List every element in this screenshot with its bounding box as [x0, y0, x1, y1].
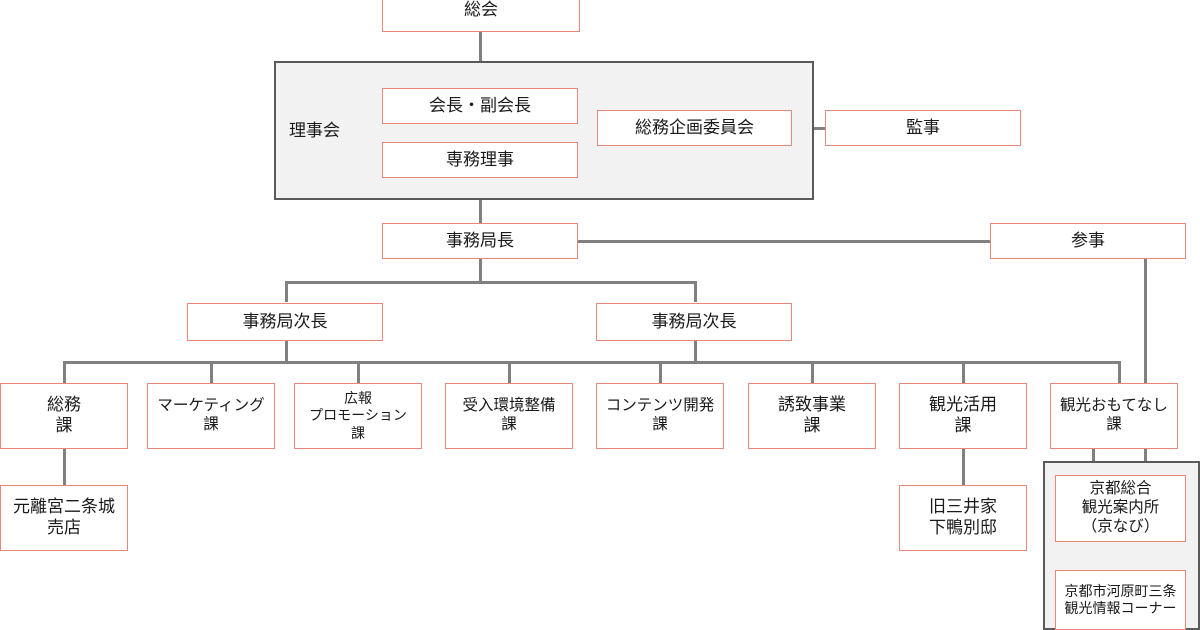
connector-drop-pr-promotion — [357, 361, 360, 383]
connector-tourism-hospitality-to-group — [1092, 449, 1095, 462]
node-secretary-general[interactable]: 事務局長 — [382, 223, 578, 259]
connector-drop-reception-env — [508, 361, 511, 383]
node-chairman-vice-chairman[interactable]: 会長・副会長 — [382, 88, 578, 124]
node-general-meeting[interactable]: 総会 — [382, 0, 580, 32]
connector-deputy-right-drop — [694, 281, 697, 302]
connector-deputy-bus — [285, 281, 697, 284]
connector-deputy-right-to-bus — [694, 341, 697, 363]
node-department-content-development[interactable]: コンテンツ開発 課 — [596, 383, 724, 449]
node-department-marketing[interactable]: マーケティング 課 — [147, 383, 275, 449]
node-auditor[interactable]: 監事 — [825, 110, 1021, 146]
connector-deputy-left-to-bus — [285, 341, 288, 363]
connector-drop-marketing — [210, 361, 213, 383]
connector-general-meeting-to-board — [479, 32, 482, 63]
connector-department-bus — [63, 361, 1121, 364]
connector-board-to-secretary-general — [479, 199, 482, 224]
node-department-reception-environment[interactable]: 受入環境整備 課 — [445, 383, 573, 449]
connector-board-to-auditor — [812, 127, 826, 130]
connector-tourism-utilization-to-mitsui-villa — [962, 449, 965, 485]
node-department-general-affairs[interactable]: 総務 課 — [0, 383, 128, 449]
node-managing-director[interactable]: 専務理事 — [382, 142, 578, 178]
connector-drop-attraction — [811, 361, 814, 383]
node-deputy-secretary-general-right[interactable]: 事務局次長 — [596, 303, 792, 341]
node-department-tourism-utilization[interactable]: 観光活用 課 — [899, 383, 1027, 449]
board-of-directors-label: 理事会 — [289, 121, 340, 140]
connector-secretary-general-down — [479, 258, 482, 282]
connector-drop-tourism-hospitality — [1118, 361, 1121, 383]
node-department-tourism-hospitality[interactable]: 観光おもてなし 課 — [1050, 383, 1178, 449]
connector-drop-content-dev — [659, 361, 662, 383]
connector-deputy-left-drop — [285, 281, 288, 302]
connector-secretary-general-to-councilor — [578, 240, 990, 243]
connector-drop-general-affairs — [63, 361, 66, 383]
node-facility-kyoto-tourist-information-center[interactable]: 京都総合 観光案内所 （京なび） — [1055, 475, 1186, 542]
connector-drop-tourism-utilization — [962, 361, 965, 383]
node-department-attraction-business[interactable]: 誘致事業 課 — [748, 383, 876, 449]
node-general-affairs-planning-committee[interactable]: 総務企画委員会 — [597, 110, 792, 146]
connector-general-affairs-to-nijo-shop — [63, 449, 66, 485]
node-facility-nijo-castle-shop[interactable]: 元離宮二条城 売店 — [0, 485, 128, 551]
node-facility-mitsui-shimogamo-villa[interactable]: 旧三井家 下鴨別邸 — [899, 485, 1027, 551]
connector-councilor-vertical — [1144, 258, 1147, 462]
node-councilor[interactable]: 参事 — [990, 223, 1186, 259]
node-department-pr-promotion[interactable]: 広報 プロモーション 課 — [294, 383, 422, 449]
node-facility-kawaramachi-sanjo-tourist-corner[interactable]: 京都市河原町三条 観光情報コーナー — [1055, 570, 1186, 630]
node-deputy-secretary-general-left[interactable]: 事務局次長 — [187, 303, 383, 341]
